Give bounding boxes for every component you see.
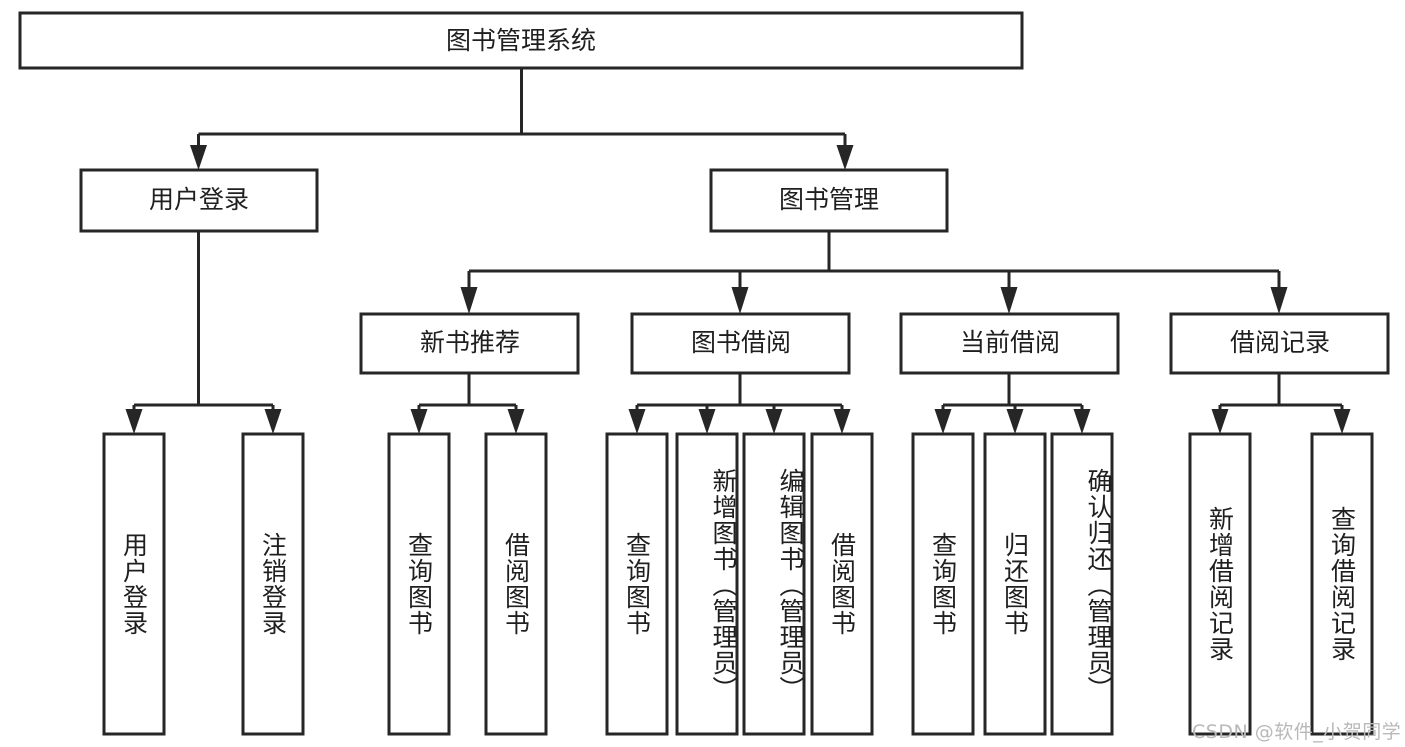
arrow-head-leaf-logout-login: [264, 409, 282, 434]
arrow-head-leaf-confirm-return-admin: [1073, 409, 1091, 434]
arrow-head-user-login: [190, 145, 207, 170]
arrow-head-leaf-add-borrow-record: [1211, 409, 1229, 434]
node-current-borrow-box[interactable]: [899, 312, 1120, 375]
connector-layer: [125, 68, 1351, 434]
arrow-head-book-borrow: [731, 287, 749, 314]
node-leaf-confirm-return-admin-box[interactable]: [1050, 432, 1114, 736]
node-root[interactable]: 图书管理系统: [18, 11, 1024, 70]
arrow-head-new-book-recommend: [460, 287, 478, 314]
node-new-book-recommend-label: 新书推荐: [420, 328, 520, 357]
arrow-head-leaf-add-book-admin: [698, 409, 716, 434]
arrow-head-current-borrow: [1000, 287, 1018, 314]
node-current-borrow-label: 当前借阅: [960, 328, 1060, 357]
arrow-head-leaf-query-book-recommend: [410, 409, 428, 434]
node-new-book-recommend[interactable]: 新书推荐: [359, 312, 580, 375]
node-book-borrow-label: 图书借阅: [691, 328, 791, 357]
node-leaf-query-book-recommend-box[interactable]: [387, 432, 451, 736]
node-leaf-logout-login-box[interactable]: [241, 432, 305, 736]
node-leaf-query-book-borrow-box[interactable]: [605, 432, 669, 736]
arrow-head-leaf-return-book: [1006, 409, 1024, 434]
node-borrow-record-label: 借阅记录: [1230, 328, 1330, 357]
node-borrow-record-box[interactable]: [1169, 312, 1390, 375]
node-user-login-box[interactable]: [79, 168, 319, 233]
leaf-boxes: [102, 432, 1374, 736]
arrow-head-leaf-user-login: [125, 409, 143, 434]
node-user-login[interactable]: 用户登录: [79, 168, 319, 233]
arrow-head-borrow-record: [1270, 287, 1288, 314]
arrow-head-leaf-query-borrow-record: [1333, 409, 1351, 434]
node-book-manage-box[interactable]: [709, 168, 949, 233]
node-leaf-add-book-admin-box[interactable]: [675, 432, 739, 736]
node-leaf-borrow-book-recommend-box[interactable]: [484, 432, 548, 736]
node-leaf-return-book-box[interactable]: [983, 432, 1047, 736]
node-root-box[interactable]: [18, 11, 1024, 70]
node-leaf-query-borrow-record-box[interactable]: [1310, 432, 1374, 736]
node-book-manage[interactable]: 图书管理: [709, 168, 949, 233]
node-leaf-edit-book-admin-box[interactable]: [742, 432, 806, 736]
arrow-head-leaf-edit-book-admin: [765, 409, 783, 434]
arrow-head-leaf-query-book-borrow: [628, 409, 646, 434]
node-book-borrow[interactable]: 图书借阅: [630, 312, 851, 375]
csdn-watermark: CSDN @软件_小贺同学: [1192, 721, 1402, 743]
node-book-borrow-box[interactable]: [630, 312, 851, 375]
node-borrow-record[interactable]: 借阅记录: [1169, 312, 1390, 375]
node-leaf-add-borrow-record-box[interactable]: [1188, 432, 1252, 736]
arrow-head-leaf-borrow-book-recommend: [507, 409, 525, 434]
node-leaf-query-book-current-box[interactable]: [911, 432, 975, 736]
node-root-label: 图书管理系统: [446, 26, 596, 55]
arrow-head-book-manage: [836, 145, 854, 170]
node-user-login-label: 用户登录: [149, 185, 249, 214]
node-leaf-user-login-box[interactable]: [102, 432, 166, 736]
node-current-borrow[interactable]: 当前借阅: [899, 312, 1120, 375]
node-leaf-borrow-book-box[interactable]: [810, 432, 874, 736]
node-book-manage-label: 图书管理: [779, 185, 879, 214]
arrow-head-leaf-query-book-current: [934, 409, 952, 434]
arrow-head-leaf-borrow-book: [833, 409, 851, 434]
node-new-book-recommend-box[interactable]: [359, 312, 580, 375]
